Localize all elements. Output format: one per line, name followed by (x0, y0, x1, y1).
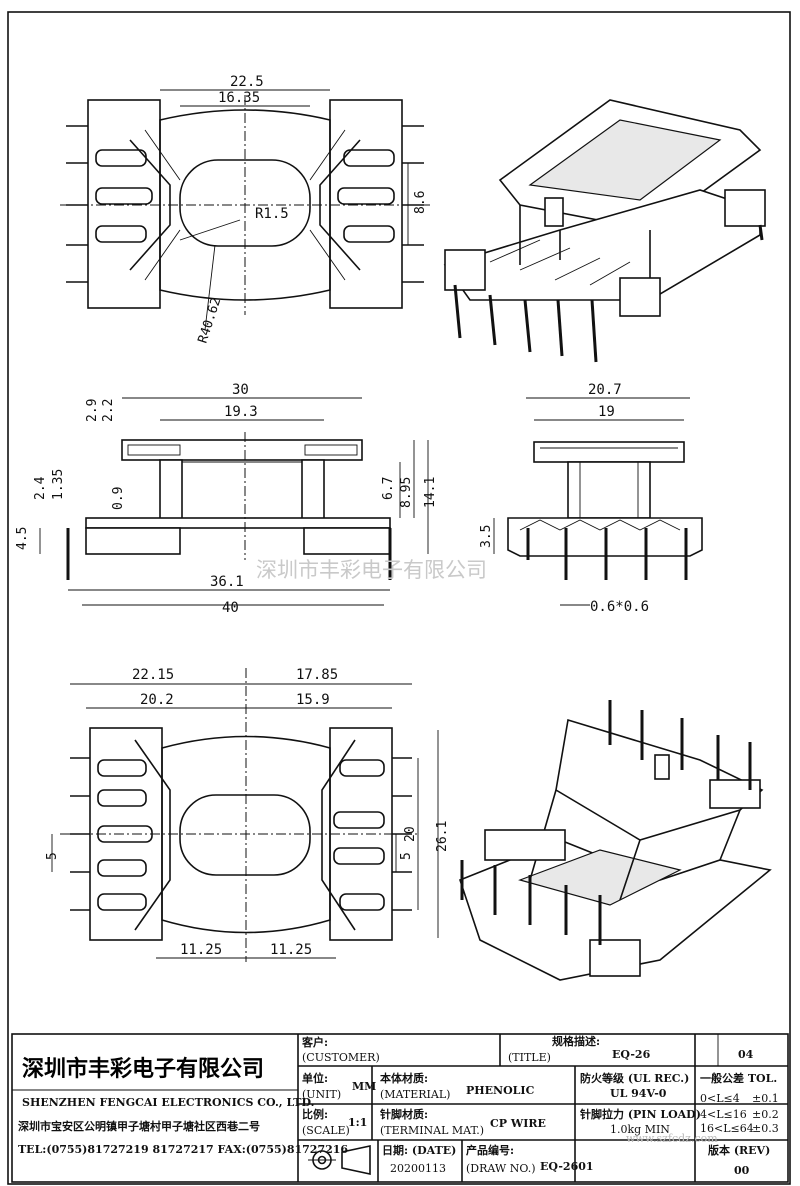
scale-label: 比例: (302, 1107, 328, 1121)
site-watermark: www.szfcdz.com (626, 1132, 718, 1145)
material-label-en: (MATERIAL) (380, 1088, 450, 1101)
dim-front-40: 40 (222, 600, 239, 616)
unit-value: MM (352, 1080, 376, 1093)
dim-bottom-5-right: 5 (399, 852, 414, 860)
dim-top-r40-62: R40.62 (196, 296, 225, 345)
draw-no-label-en: (DRAW NO.) (466, 1162, 535, 1175)
dim-front-4-5: 4.5 (15, 527, 30, 550)
flame-label: 防火等级 (UL REC.) (580, 1071, 689, 1085)
dim-bottom-11-25-right: 11.25 (270, 942, 312, 958)
terminal-label-en: (TERMINAL MAT.) (380, 1124, 484, 1137)
title-value: EQ-26 (612, 1048, 651, 1061)
rev-value: 00 (734, 1164, 750, 1177)
scale-label-en: (SCALE) (302, 1124, 350, 1137)
dim-bottom-20: 20 (403, 826, 418, 842)
dim-front-14-1: 14.1 (423, 477, 438, 508)
material-value: PHENOLIC (466, 1084, 535, 1097)
scale-value: 1:1 (348, 1116, 367, 1129)
dim-bottom-5-left: 5 (45, 852, 60, 860)
dim-front-6-7: 6.7 (381, 477, 396, 500)
company-name-en: SHENZHEN FENGCAI ELECTRONICS CO., LTD. (22, 1096, 314, 1109)
sheet-number: 04 (738, 1048, 754, 1061)
dim-side-3-5: 3.5 (479, 525, 494, 548)
dim-side-19: 19 (598, 404, 615, 420)
side-view (493, 397, 703, 606)
pin-load-value: 1.0kg MIN (610, 1123, 670, 1136)
dim-top-r1-5: R1.5 (255, 206, 289, 222)
dim-front-2-9: 2.9 (85, 399, 100, 422)
dim-front-0-9: 0.9 (111, 487, 126, 510)
tol-range-2: 4<L≤16 (700, 1108, 747, 1121)
dim-top-16-35: 16.35 (218, 90, 260, 106)
dim-front-2-2: 2.2 (101, 399, 116, 422)
terminal-value: CP WIRE (490, 1117, 546, 1130)
draw-no-value: EQ-2601 (540, 1160, 594, 1173)
front-view (39, 397, 429, 606)
flame-value: UL 94V-0 (610, 1087, 667, 1100)
company-name-cn: 深圳市丰彩电子有限公司 (22, 1056, 264, 1082)
unit-label-en: (UNIT) (302, 1088, 341, 1101)
dim-bottom-20-2: 20.2 (140, 692, 174, 708)
material-label: 本体材质: (380, 1071, 428, 1085)
company-phone: TEL:(0755)81727219 81727217 FAX:(0755)81… (18, 1143, 348, 1156)
title-block (11, 1033, 789, 1183)
dim-top-22-5: 22.5 (230, 74, 264, 90)
pin-load-label: 针脚拉力 (PIN LOAD) (580, 1107, 701, 1121)
bottom-view (51, 668, 439, 962)
unit-label: 单位: (302, 1071, 328, 1085)
dim-front-8-95: 8.95 (399, 477, 414, 508)
tol-value-3: ±0.3 (752, 1122, 779, 1135)
date-value: 20200113 (390, 1162, 446, 1175)
tolerance-label: 一般公差 TOL. (700, 1071, 777, 1085)
customer-label-en: (CUSTOMER) (302, 1051, 380, 1064)
dim-bottom-11-25-left: 11.25 (180, 942, 222, 958)
rev-label: 版本 (REV) (708, 1143, 770, 1157)
dim-top-8-6: 8.6 (413, 191, 428, 214)
dim-front-1-35: 1.35 (51, 469, 66, 500)
tol-value-1: ±0.1 (752, 1092, 779, 1105)
date-label: 日期: (DATE) (382, 1143, 456, 1157)
dim-front-19-3: 19.3 (224, 404, 258, 420)
tol-range-3: 16<L≤64 (700, 1122, 754, 1135)
customer-label: 客户: (301, 1035, 328, 1049)
title-label-en: (TITLE) (508, 1051, 551, 1064)
dim-bottom-15-9: 15.9 (296, 692, 330, 708)
company-address: 深圳市宝安区公明镇甲子塘村甲子塘社区西巷二号 (18, 1119, 260, 1133)
dim-bottom-26-1: 26.1 (435, 821, 450, 852)
dim-bottom-17-85: 17.85 (296, 667, 338, 683)
dim-front-36-1: 36.1 (210, 574, 244, 590)
watermark-text: 深圳市丰彩电子有限公司 (256, 558, 487, 582)
sheet-border (7, 11, 791, 1185)
dim-front-2-4: 2.4 (33, 476, 48, 500)
tol-range-1: 0<L≤4 (700, 1092, 740, 1105)
iso-view-bottom (459, 700, 772, 981)
dim-front-30: 30 (232, 382, 249, 398)
top-view (60, 89, 430, 331)
tol-value-2: ±0.2 (752, 1108, 779, 1121)
dim-side-20-7: 20.7 (588, 382, 622, 398)
iso-view-top (443, 99, 766, 363)
draw-no-label: 产品编号: (466, 1143, 514, 1157)
terminal-label: 针脚材质: (380, 1107, 428, 1121)
title-label: 规格描述: (552, 1034, 600, 1048)
dim-side-pin: 0.6*0.6 (590, 599, 649, 615)
dim-bottom-22-15: 22.15 (132, 667, 174, 683)
